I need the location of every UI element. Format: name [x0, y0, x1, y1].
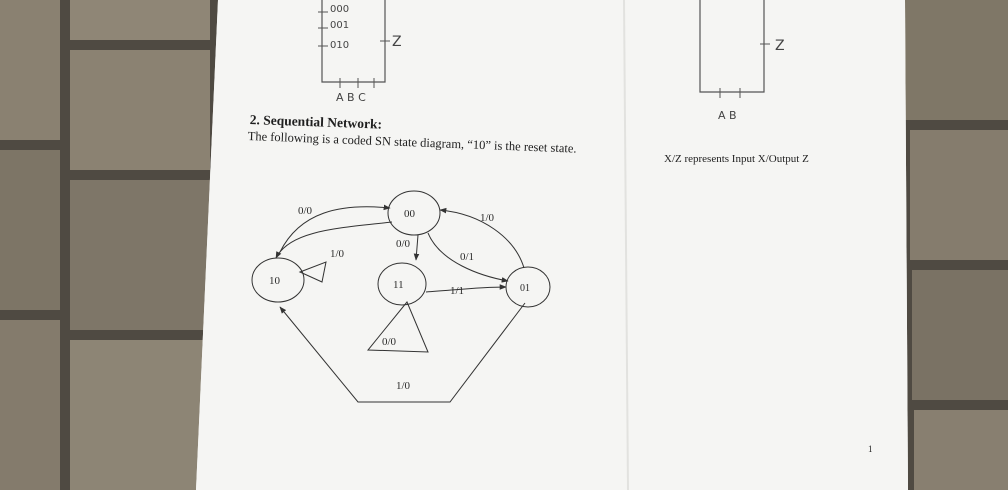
- paper-fold: [623, 0, 629, 490]
- floor-tile: [70, 340, 210, 490]
- transition-label: 0/0: [298, 205, 313, 217]
- self-loop-10: [298, 261, 327, 283]
- self-loop-11: [366, 301, 429, 353]
- state-node-10: [251, 257, 305, 303]
- transition-label: 0/0: [382, 336, 397, 348]
- transition-01-to-00: [439, 207, 525, 269]
- transition-00-to-01: [427, 232, 509, 283]
- state-node-01: [505, 266, 551, 308]
- state-label: 01: [520, 283, 530, 294]
- state-node-11: [377, 262, 427, 306]
- floor-tile: [905, 0, 1008, 120]
- transition-label: 1/0: [480, 212, 495, 224]
- floor-tile: [0, 320, 60, 490]
- floor-tile: [70, 180, 210, 330]
- paper-shade: [196, 0, 908, 490]
- legend-text: X/Z represents Input X/Output Z: [664, 153, 809, 165]
- transition-label: 0/0: [396, 238, 411, 250]
- floor-tile: [0, 0, 60, 140]
- floor-tile: [70, 50, 210, 170]
- floor-tile: [70, 0, 210, 40]
- top-left-sketch: 000 001 010 Z A B C: [318, 0, 402, 104]
- transition-00-to-11: [413, 234, 420, 261]
- sketch-output-label: Z: [775, 38, 785, 54]
- transition-10-to-00: [279, 204, 391, 253]
- page-number: 1: [868, 444, 873, 454]
- state-label: 10: [269, 275, 281, 287]
- sketch-output-label: Z: [392, 34, 402, 50]
- transition-label: 1/0: [330, 248, 345, 260]
- sketch-row-label: 010: [330, 40, 349, 51]
- top-right-sketch: Z A B: [699, 0, 785, 122]
- state-node-00: [387, 190, 441, 236]
- transition-01-to-10: [279, 302, 526, 403]
- sketch-row-label: 001: [330, 20, 349, 31]
- floor-tile: [910, 130, 1008, 260]
- floor-tile: [912, 270, 1008, 400]
- sketch-input-labels: A B C: [336, 91, 366, 104]
- transition-label: 0/1: [460, 251, 474, 263]
- transition-label: 1/0: [396, 380, 411, 392]
- transition-00-to-10: [275, 221, 393, 259]
- state-label: 00: [404, 208, 416, 220]
- transition-11-to-01: [425, 284, 507, 293]
- floor-tile: [0, 150, 60, 310]
- transition-label: 1/1: [450, 285, 464, 297]
- sketch-row-label: 000: [330, 4, 349, 15]
- sketch-input-labels: A B: [718, 109, 737, 122]
- state-label: 11: [393, 279, 404, 291]
- floor-tile: [914, 410, 1008, 490]
- state-diagram: 00 10 11 01 0/0 1/0 0/0 1/0 0/1 1/1 0/0 …: [251, 190, 551, 403]
